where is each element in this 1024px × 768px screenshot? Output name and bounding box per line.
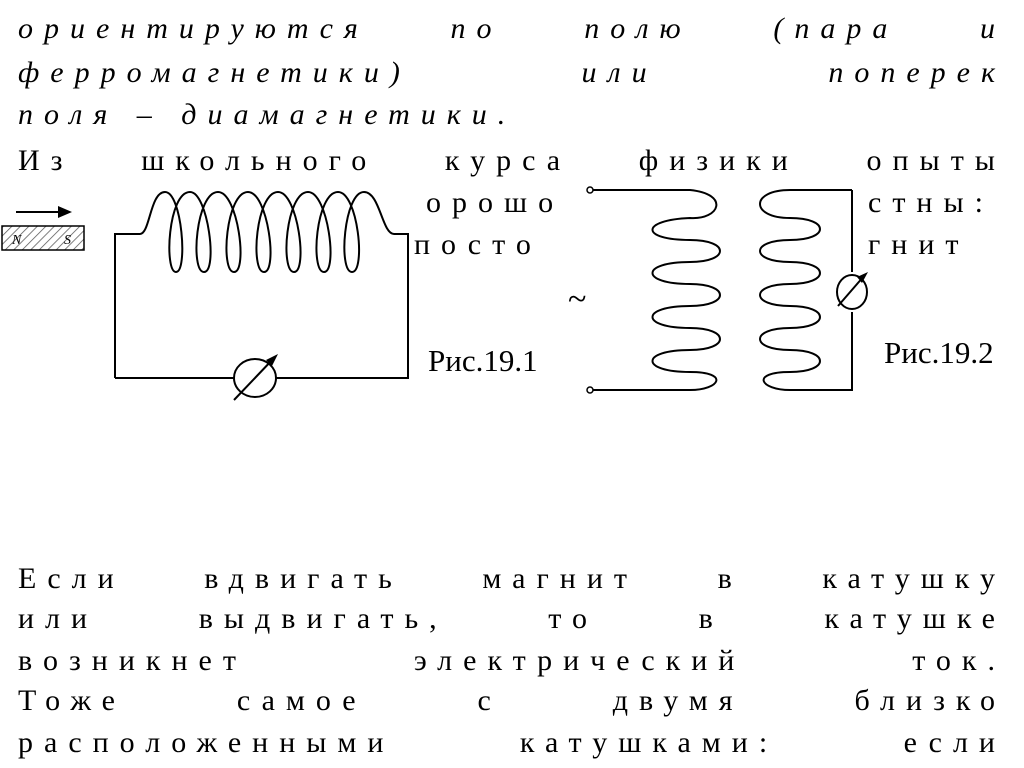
word: Тоже [18, 684, 126, 717]
galvanometer-2-icon [836, 272, 868, 310]
word: курса [444, 144, 572, 177]
fig2-caption: Рис.19.2 [884, 335, 994, 370]
word: в [717, 562, 743, 595]
word: катушку [822, 562, 1006, 595]
word: вдвигать [204, 562, 403, 595]
body-line-4: Тоже самое с двумя близко [18, 684, 1006, 718]
word: (пара [773, 12, 899, 45]
word: физики [638, 144, 799, 177]
word: или [581, 56, 658, 89]
magnet-south-label: S [64, 233, 71, 248]
word: расположенными [18, 726, 395, 759]
intro-fragment-b: стны: [868, 186, 994, 219]
word: или [18, 602, 99, 635]
word: электрический [413, 644, 746, 677]
magnet-north-label: N [11, 233, 22, 248]
body-line-1: Если вдвигать магнит в катушку [18, 562, 1006, 596]
body-line-2: или выдвигать, то в катушке [18, 602, 1006, 636]
word: близко [854, 684, 1006, 717]
coil-circuit-wire [114, 190, 409, 379]
body-line-3: возникнет электрический ток. [18, 644, 1006, 678]
bar-magnet: N S [1, 225, 85, 251]
italic-line-3-text: поля – диамагнетики. [18, 98, 517, 131]
word: то [548, 602, 598, 635]
word: катушке [824, 602, 1006, 635]
word: если [903, 726, 1006, 759]
word: Если [18, 562, 125, 595]
word: по [450, 12, 503, 45]
word: ток. [912, 644, 1006, 677]
word: и [980, 12, 1006, 45]
word: ферромагнетики) [18, 56, 411, 89]
word: школьного [141, 144, 378, 177]
word: полю [584, 12, 692, 45]
word: двумя [612, 684, 744, 717]
intro-fragment-d: гнит [868, 228, 970, 261]
word: Из [18, 144, 74, 177]
word: поперек [828, 56, 1006, 89]
word: катушками: [519, 726, 779, 759]
body-line-5: расположенными катушками: если [18, 726, 1006, 760]
word: возникнет [18, 644, 247, 677]
intro-line-1: Из школьного курса физики опыты [18, 144, 1006, 178]
intro-fragment-a: орошо [426, 186, 565, 219]
motion-arrow-icon [16, 206, 72, 218]
italic-line-1: ориентируются по полю (пара и [18, 12, 1006, 46]
secondary-coil [759, 189, 853, 391]
primary-coil [586, 186, 721, 394]
italic-line-2: ферромагнетики) или поперек [18, 56, 1006, 90]
word: в [698, 602, 724, 635]
word: ориентируются [18, 12, 369, 45]
word: выдвигать, [198, 602, 448, 635]
fig1-caption: Рис.19.1 [428, 343, 538, 378]
intro-fragment-c: посто [414, 228, 542, 261]
word: самое [236, 684, 367, 717]
word: опыты [866, 144, 1006, 177]
ac-source-symbol: ~ [568, 281, 586, 318]
word: магнит [482, 562, 638, 595]
galvanometer-1-icon [233, 354, 278, 401]
word: с [477, 684, 502, 717]
italic-line-3: поля – диамагнетики. [18, 98, 1006, 132]
